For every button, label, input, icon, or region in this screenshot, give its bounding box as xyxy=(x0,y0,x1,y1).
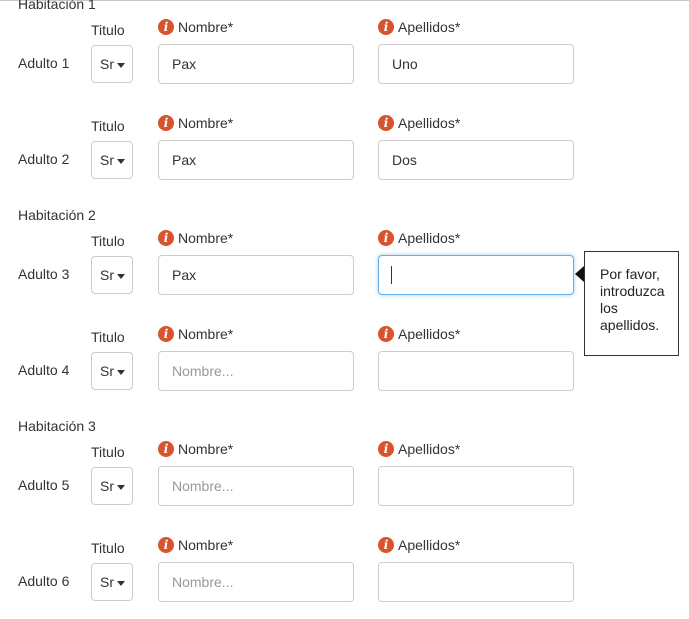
validation-tooltip: Por favor, introduzca los apellidos. xyxy=(584,251,679,356)
tooltip-arrow xyxy=(575,266,584,282)
adult-5-label: Adulto 5 xyxy=(18,477,70,493)
nombre-input[interactable] xyxy=(158,351,354,391)
title-select[interactable]: Sr xyxy=(91,256,133,294)
info-icon: i xyxy=(158,19,174,35)
apellidos-input[interactable] xyxy=(378,351,574,391)
caret-down-icon xyxy=(117,485,125,490)
apellidos-input[interactable] xyxy=(378,562,574,602)
title-select[interactable]: Sr xyxy=(91,467,133,505)
info-icon: i xyxy=(158,230,174,246)
info-icon: i xyxy=(158,441,174,457)
info-icon: i xyxy=(378,19,394,35)
apellidos-input-focused[interactable] xyxy=(378,255,574,295)
titulo-label: Titulo xyxy=(91,540,125,556)
info-icon: i xyxy=(378,326,394,342)
info-icon: i xyxy=(378,537,394,553)
nombre-input[interactable] xyxy=(158,466,354,506)
nombre-input[interactable] xyxy=(158,255,354,295)
title-select[interactable]: Sr xyxy=(91,141,133,179)
info-icon: i xyxy=(378,441,394,457)
room-3-heading: Habitación 3 xyxy=(18,418,96,434)
nombre-input[interactable] xyxy=(158,44,354,84)
apellidos-input[interactable] xyxy=(378,44,574,84)
room-1-heading: Habitación 1 xyxy=(18,0,96,12)
adult-1-label: Adulto 1 xyxy=(18,55,70,71)
titulo-label: Titulo xyxy=(91,329,125,345)
title-select[interactable]: Sr xyxy=(91,563,133,601)
adult-3-label: Adulto 3 xyxy=(18,266,70,282)
titulo-label: Titulo xyxy=(91,444,125,460)
caret-down-icon xyxy=(117,159,125,164)
caret-down-icon xyxy=(117,370,125,375)
room-2-heading: Habitación 2 xyxy=(18,207,96,223)
apellidos-input[interactable] xyxy=(378,466,574,506)
caret-down-icon xyxy=(117,581,125,586)
text-cursor xyxy=(391,266,392,284)
info-icon: i xyxy=(158,537,174,553)
info-icon: i xyxy=(158,326,174,342)
title-select[interactable]: Sr xyxy=(91,352,133,390)
apellidos-input[interactable] xyxy=(378,140,574,180)
adult-2-label: Adulto 2 xyxy=(18,151,70,167)
title-select[interactable]: Sr xyxy=(91,45,133,83)
titulo-label: Titulo xyxy=(91,22,125,38)
nombre-input[interactable] xyxy=(158,562,354,602)
adult-4-label: Adulto 4 xyxy=(18,362,70,378)
titulo-label: Titulo xyxy=(91,118,125,134)
info-icon: i xyxy=(378,115,394,131)
info-icon: i xyxy=(158,115,174,131)
titulo-label: Titulo xyxy=(91,233,125,249)
caret-down-icon xyxy=(117,274,125,279)
nombre-input[interactable] xyxy=(158,140,354,180)
adult-6-label: Adulto 6 xyxy=(18,573,70,589)
caret-down-icon xyxy=(117,63,125,68)
info-icon: i xyxy=(378,230,394,246)
top-divider xyxy=(0,0,689,1)
